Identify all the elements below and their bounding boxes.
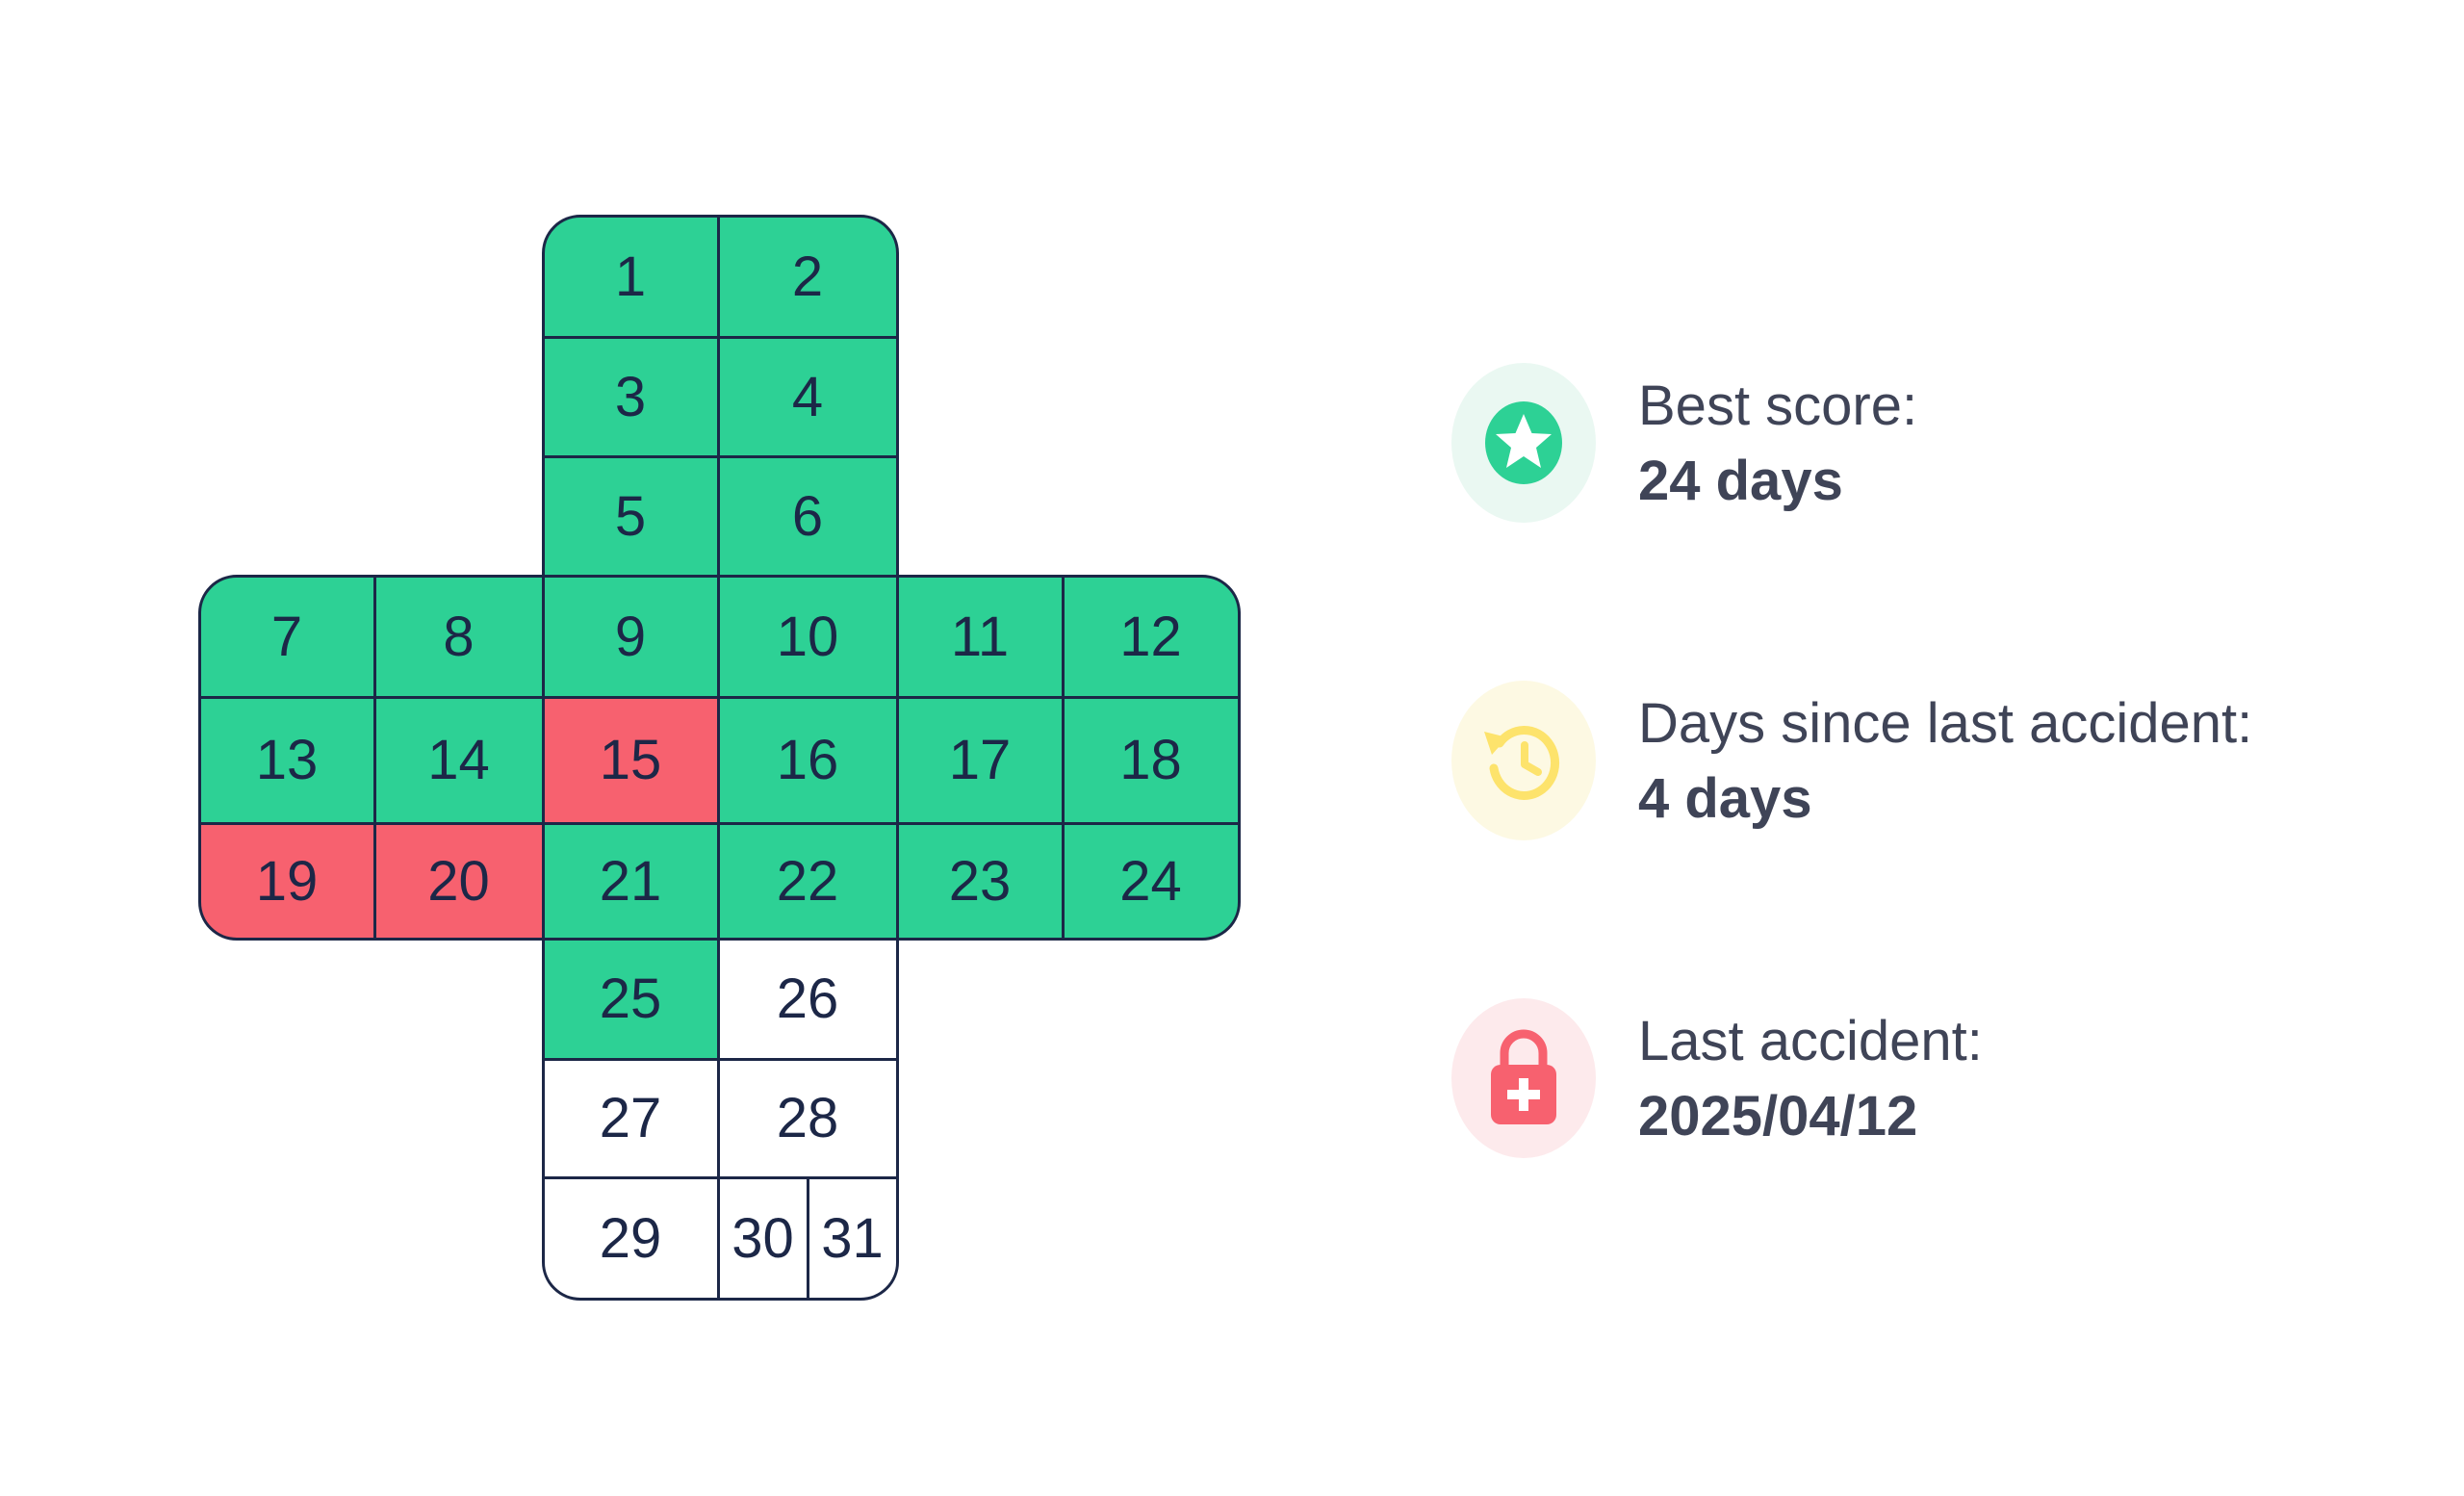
calendar-day-number: 22 [776, 849, 839, 913]
calendar-day-number: 5 [614, 484, 647, 548]
calendar-day-number: 28 [776, 1087, 839, 1149]
calendar-day-17: 17 [895, 695, 1065, 825]
calendar-day-1: 1 [541, 214, 720, 339]
calendar-day-number: 27 [599, 1087, 662, 1149]
days-since-value: 4 days [1638, 767, 1812, 830]
calendar-day-number: 15 [599, 729, 662, 791]
calendar-day-number: 11 [950, 605, 1010, 668]
first-aid-lock-icon [1491, 1029, 1556, 1124]
last-accident-label: Last accident: [1638, 1010, 1983, 1072]
calendar-day-number: 14 [427, 729, 490, 791]
calendar-day-18: 18 [1061, 695, 1241, 825]
calendar-day-number: 12 [1119, 605, 1182, 668]
calendar-day-number: 31 [821, 1206, 884, 1270]
calendar-day-number: 3 [614, 365, 647, 428]
calendar-day-6: 6 [716, 454, 899, 578]
calendar-day-25: 25 [541, 937, 720, 1061]
calendar-day-3: 3 [541, 335, 720, 458]
calendar-day-8: 8 [372, 574, 545, 699]
calendar-day-number: 25 [599, 967, 662, 1030]
calendar-day-24: 24 [1061, 821, 1241, 941]
best-score-value: 24 days [1638, 450, 1843, 512]
calendar-day-5: 5 [541, 454, 720, 578]
calendar-day-19: 19 [197, 821, 376, 941]
calendar-day-13: 13 [197, 695, 376, 825]
calendar-day-number: 29 [599, 1206, 662, 1270]
calendar-day-15: 15 [541, 695, 720, 825]
calendar-day-31: 31 [806, 1175, 899, 1301]
history-clock-icon [1484, 725, 1560, 800]
calendar-day-number: 4 [791, 365, 824, 428]
calendar-day-number: 17 [948, 729, 1012, 791]
calendar-day-21: 21 [541, 821, 720, 941]
calendar-day-number: 30 [732, 1206, 794, 1270]
calendar-day-number: 7 [270, 605, 303, 668]
calendar-day-number: 9 [614, 605, 647, 668]
calendar-day-23: 23 [895, 821, 1065, 941]
calendar-day-7: 7 [197, 574, 376, 699]
calendar-day-number: 1 [614, 245, 647, 308]
calendar-day-12: 12 [1061, 574, 1241, 699]
calendar-day-20: 20 [372, 821, 545, 941]
best-score-badge [1451, 363, 1596, 523]
last-accident-stat: Last accident: 2025/04/12 [1451, 998, 2375, 1158]
last-accident-value: 2025/04/12 [1638, 1085, 1918, 1148]
calendar-day-28: 28 [716, 1057, 899, 1179]
calendar-day-30: 30 [716, 1175, 809, 1301]
calendar-day-26: 26 [716, 937, 899, 1061]
calendar-day-number: 19 [255, 849, 319, 913]
days-since-stat: Days since last accident: 4 days [1451, 681, 2375, 840]
calendar-day-27: 27 [541, 1057, 720, 1179]
calendar-day-22: 22 [716, 821, 899, 941]
calendar-day-number: 6 [791, 484, 824, 548]
star-icon [1485, 401, 1562, 484]
calendar-day-29: 29 [541, 1175, 720, 1301]
calendar-day-number: 23 [948, 849, 1012, 913]
calendar-day-2: 2 [716, 214, 899, 339]
calendar-day-10: 10 [716, 574, 899, 699]
calendar-day-4: 4 [716, 335, 899, 458]
calendar-day-number: 13 [255, 729, 319, 791]
best-score-label: Best score: [1638, 374, 1918, 437]
calendar-day-number: 26 [776, 967, 839, 1030]
calendar-day-number: 10 [776, 605, 839, 668]
days-since-label: Days since last accident: [1638, 692, 2253, 755]
days-since-badge [1451, 681, 1596, 840]
calendar-day-number: 8 [443, 605, 475, 668]
calendar-day-16: 16 [716, 695, 899, 825]
calendar-day-number: 20 [427, 849, 490, 913]
best-score-stat: Best score: 24 days [1451, 363, 2375, 523]
calendar-day-number: 18 [1119, 729, 1182, 791]
calendar-day-9: 9 [541, 574, 720, 699]
last-accident-badge [1451, 998, 1596, 1158]
calendar-day-number: 2 [791, 245, 824, 308]
calendar-day-number: 16 [776, 729, 839, 791]
calendar-day-number: 24 [1119, 849, 1182, 913]
calendar-day-14: 14 [372, 695, 545, 825]
calendar-day-number: 21 [599, 849, 662, 913]
calendar-day-11: 11 [895, 574, 1065, 699]
